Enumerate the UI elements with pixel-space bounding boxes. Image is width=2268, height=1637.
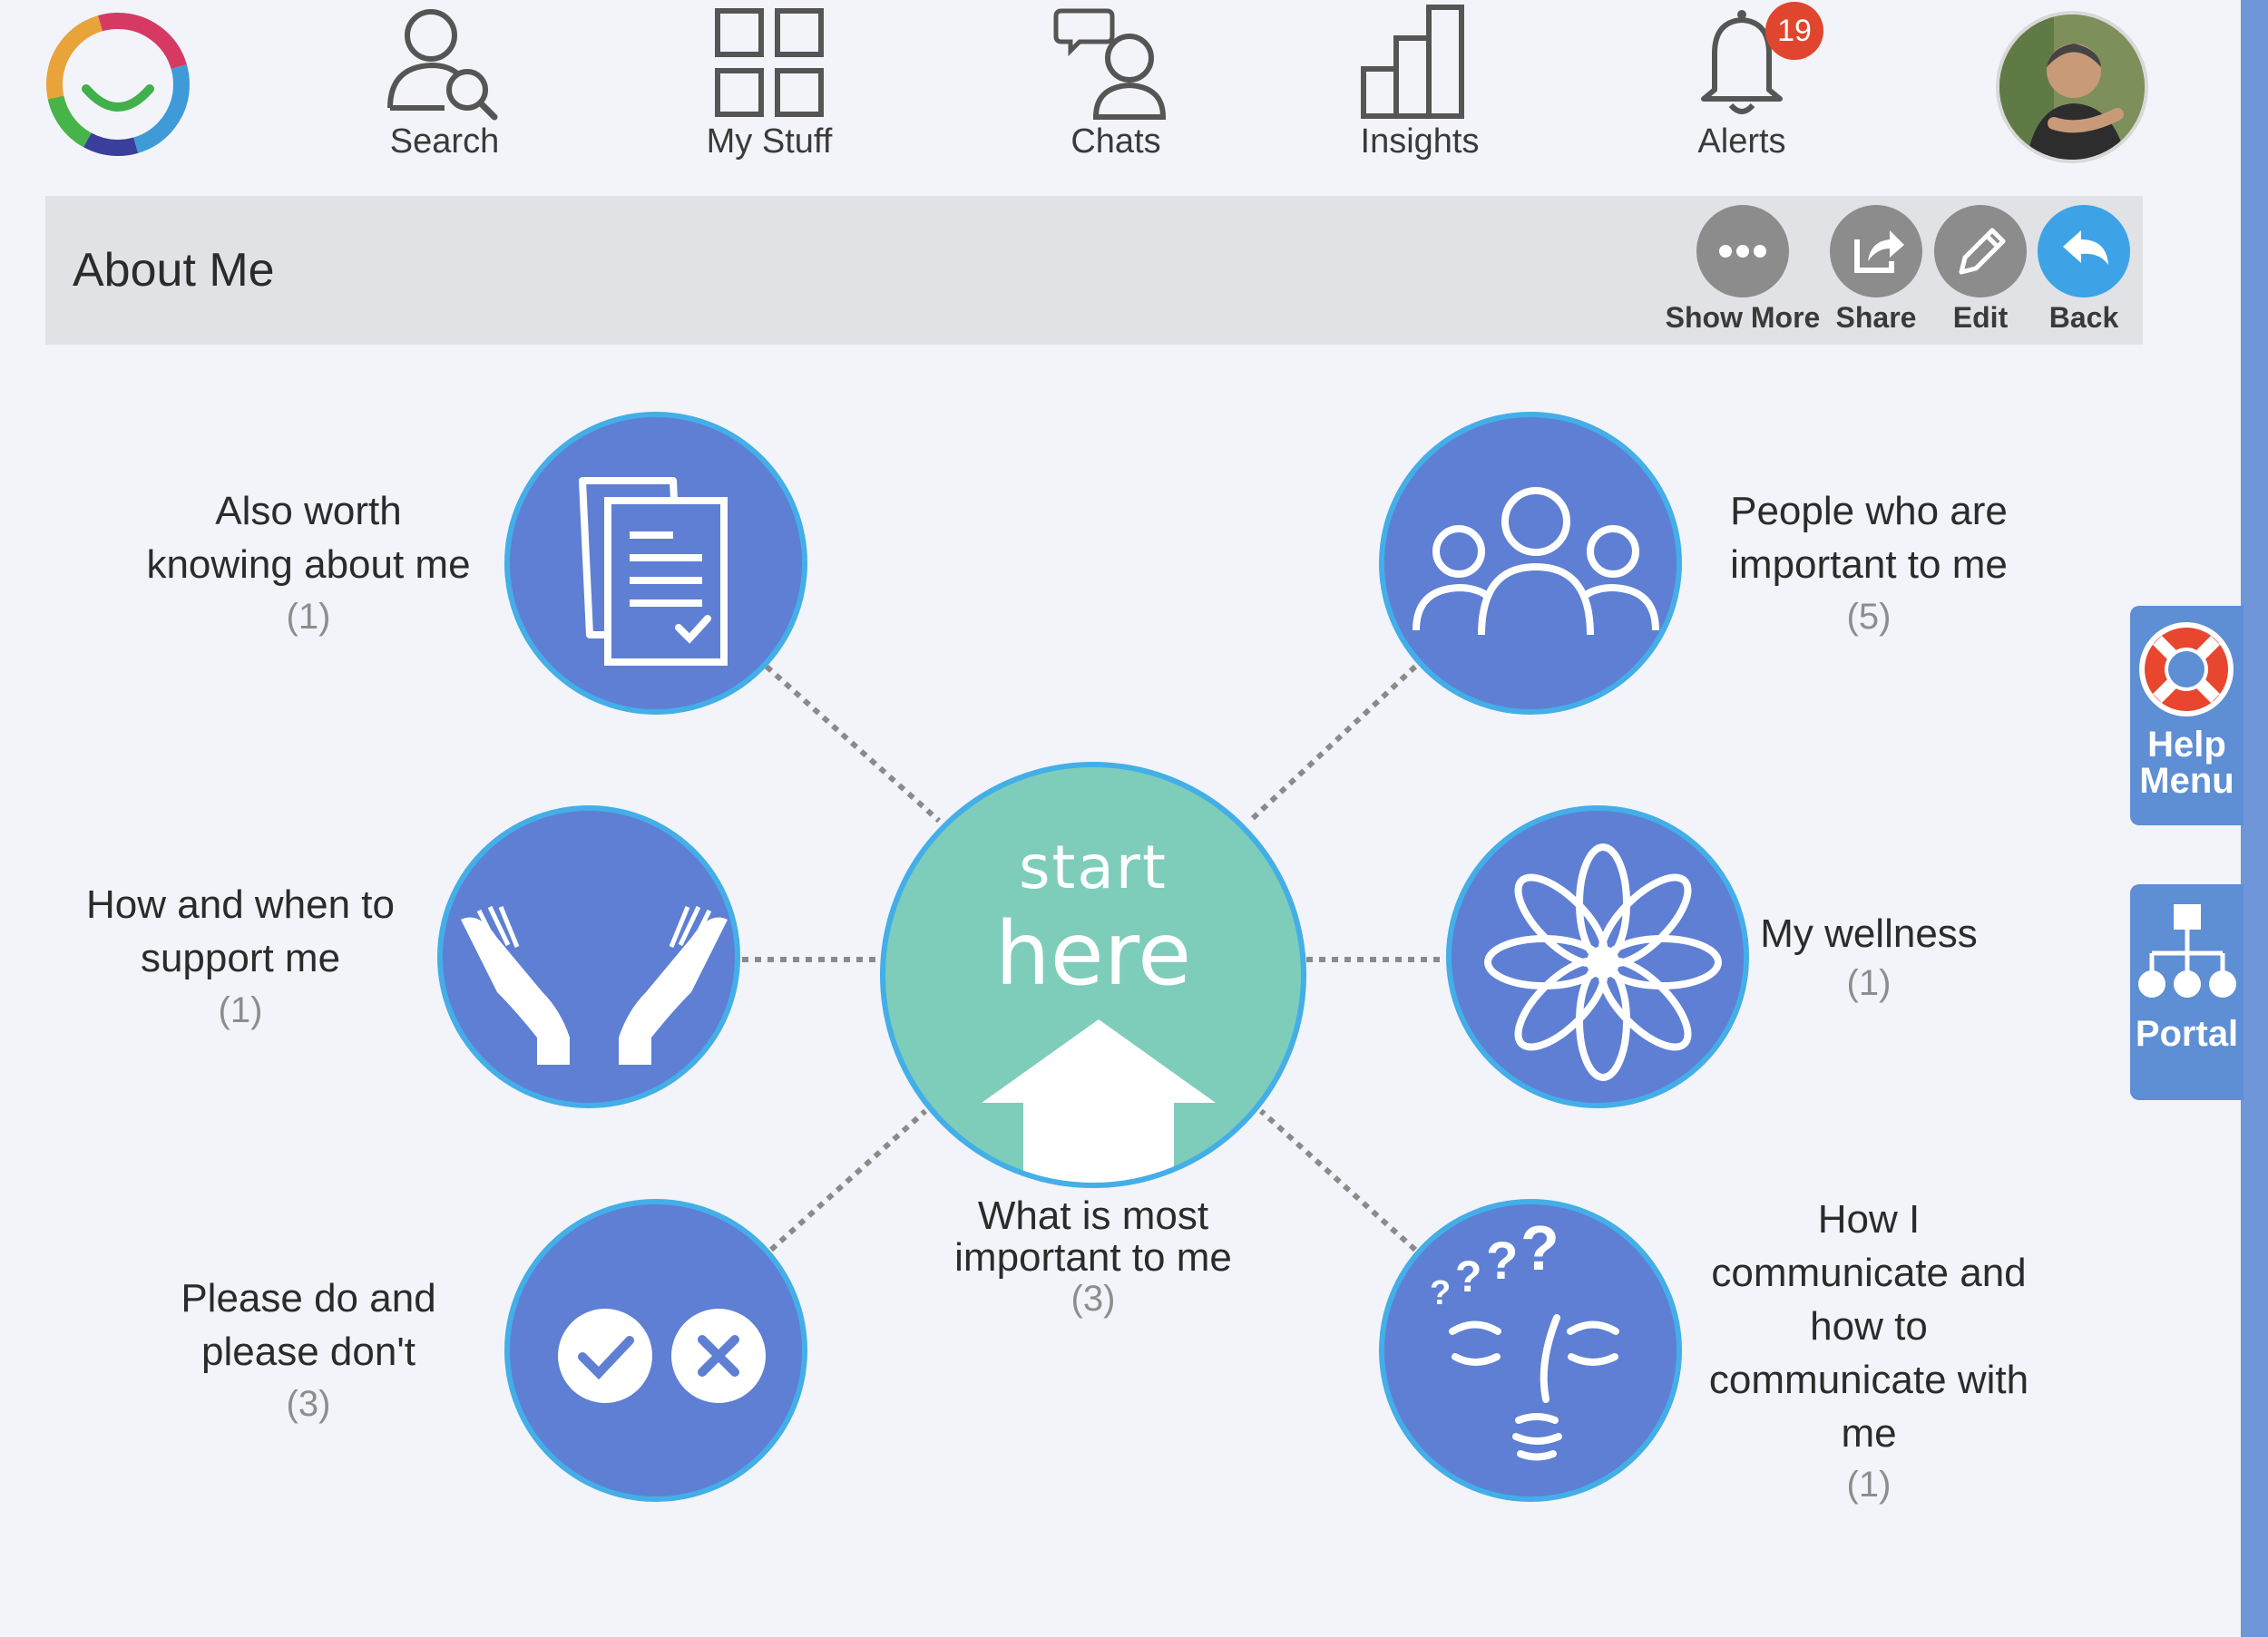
show-more-button[interactable]: Show More — [1657, 205, 1829, 341]
search-user-icon — [387, 9, 498, 121]
label-people-important[interactable]: People who are important to me — [1678, 484, 2059, 591]
app-logo[interactable] — [41, 7, 195, 161]
svg-text:?: ? — [1455, 1253, 1481, 1301]
label-line: support me — [140, 936, 341, 980]
node-people-important[interactable] — [1379, 412, 1682, 715]
count-also-worth-knowing: (1) — [286, 597, 331, 637]
node-my-wellness[interactable] — [1446, 805, 1749, 1108]
sitemap-icon — [2138, 904, 2236, 998]
bar-chart-icon — [1361, 5, 1464, 119]
label-line: me — [1841, 1411, 1897, 1456]
user-avatar[interactable] — [1996, 11, 2148, 163]
pencil-icon — [1934, 205, 2027, 297]
count-people-important: (5) — [1846, 597, 1892, 637]
back-label: Back — [2048, 301, 2119, 334]
back-arrow-icon — [2038, 205, 2130, 297]
label-communicate[interactable]: How I communicate and how to communicate… — [1678, 1193, 2059, 1460]
node-do-and-dont[interactable] — [504, 1199, 807, 1502]
here-text: here — [994, 903, 1192, 1005]
start-text: start — [1019, 833, 1168, 902]
chat-user-icon — [1053, 8, 1167, 120]
count-my-wellness: (1) — [1846, 963, 1892, 1003]
ellipsis-icon — [1696, 205, 1789, 297]
label-do-and-dont[interactable]: Please do and please don't — [118, 1272, 499, 1379]
check-cross-icon — [558, 1309, 766, 1403]
people-group-icon — [1413, 487, 1659, 636]
back-button[interactable]: Back — [2020, 205, 2147, 341]
node-start-here[interactable]: start here — [880, 762, 1306, 1188]
thinking-face-icon: ? ? ? ? — [1430, 1213, 1619, 1461]
portal-label: Portal — [2135, 1014, 2239, 1054]
alerts-count-badge: 19 — [1765, 2, 1823, 60]
svg-text:?: ? — [1430, 1274, 1451, 1312]
nav-search[interactable]: Search — [327, 0, 562, 181]
label-line: knowing about me — [146, 542, 471, 587]
bell-icon — [1701, 10, 1783, 114]
nav-chats[interactable]: Chats — [998, 0, 1234, 181]
label-line: People who are — [1730, 489, 2008, 533]
label-line: please don't — [201, 1330, 415, 1374]
label-line: My wellness — [1760, 911, 1978, 956]
show-more-label: Show More — [1665, 301, 1821, 334]
help-menu-label-1: Help — [2147, 725, 2226, 765]
nav-insights[interactable]: Insights — [1302, 0, 1538, 181]
share-icon — [1830, 205, 1922, 297]
count-do-and-dont: (3) — [286, 1384, 331, 1424]
nav-insights-label: Insights — [1360, 122, 1480, 161]
node-also-worth-knowing[interactable] — [504, 412, 807, 715]
count-support-me: (1) — [218, 990, 263, 1030]
node-communicate[interactable]: ? ? ? ? — [1379, 1199, 1682, 1502]
lifebuoy-icon — [2139, 622, 2234, 716]
label-line: Please do and — [181, 1276, 436, 1320]
nav-my-stuff-label: My Stuff — [706, 122, 833, 161]
grid-icon — [715, 8, 824, 117]
nav-search-label: Search — [389, 122, 500, 161]
label-line: How I — [1817, 1197, 1921, 1242]
help-menu-tab[interactable]: Help Menu — [2130, 606, 2244, 825]
page-header-bar: About Me Show More Share Edit — [45, 196, 2143, 345]
nav-my-stuff[interactable]: My Stuff — [651, 0, 887, 181]
label-support-me[interactable]: How and when to support me — [54, 878, 426, 985]
documents-icon — [579, 477, 728, 666]
label-line: Also worth — [215, 489, 402, 533]
logo-ring-icon — [46, 13, 190, 156]
label-line: communicate with — [1708, 1358, 2029, 1402]
nav-alerts[interactable]: 19 Alerts — [1624, 0, 1860, 181]
node-support-me[interactable] — [437, 805, 740, 1108]
edit-label: Edit — [1952, 301, 2009, 334]
label-my-wellness[interactable]: My wellness — [1742, 907, 1996, 960]
flower-icon — [1484, 843, 1722, 1081]
label-line: important to me — [954, 1235, 1232, 1280]
nav-chats-label: Chats — [1070, 122, 1161, 161]
portal-tab[interactable]: Portal — [2130, 884, 2244, 1100]
count-most-important: (3) — [1070, 1279, 1116, 1319]
right-edge-strip — [2241, 0, 2268, 1637]
label-also-worth-knowing[interactable]: Also worth knowing about me — [118, 484, 499, 591]
label-line: how to — [1810, 1304, 1928, 1349]
up-arrow-icon — [982, 1019, 1216, 1183]
edit-button[interactable]: Edit — [1917, 205, 2044, 341]
share-label: Share — [1835, 301, 1917, 334]
label-line: communicate and — [1711, 1251, 2027, 1295]
label-line: important to me — [1730, 542, 2008, 587]
svg-text:?: ? — [1486, 1232, 1518, 1291]
share-button[interactable]: Share — [1813, 205, 1940, 341]
label-line: How and when to — [86, 882, 395, 927]
label-line: What is most — [977, 1194, 1209, 1238]
count-communicate: (1) — [1846, 1465, 1892, 1505]
svg-text:?: ? — [1520, 1213, 1559, 1283]
nav-alerts-label: Alerts — [1697, 122, 1786, 161]
label-most-important[interactable]: What is most important to me — [894, 1195, 1293, 1279]
page-title: About Me — [73, 244, 275, 297]
open-hands-icon — [461, 905, 728, 1065]
help-menu-label-2: Menu — [2139, 761, 2234, 801]
